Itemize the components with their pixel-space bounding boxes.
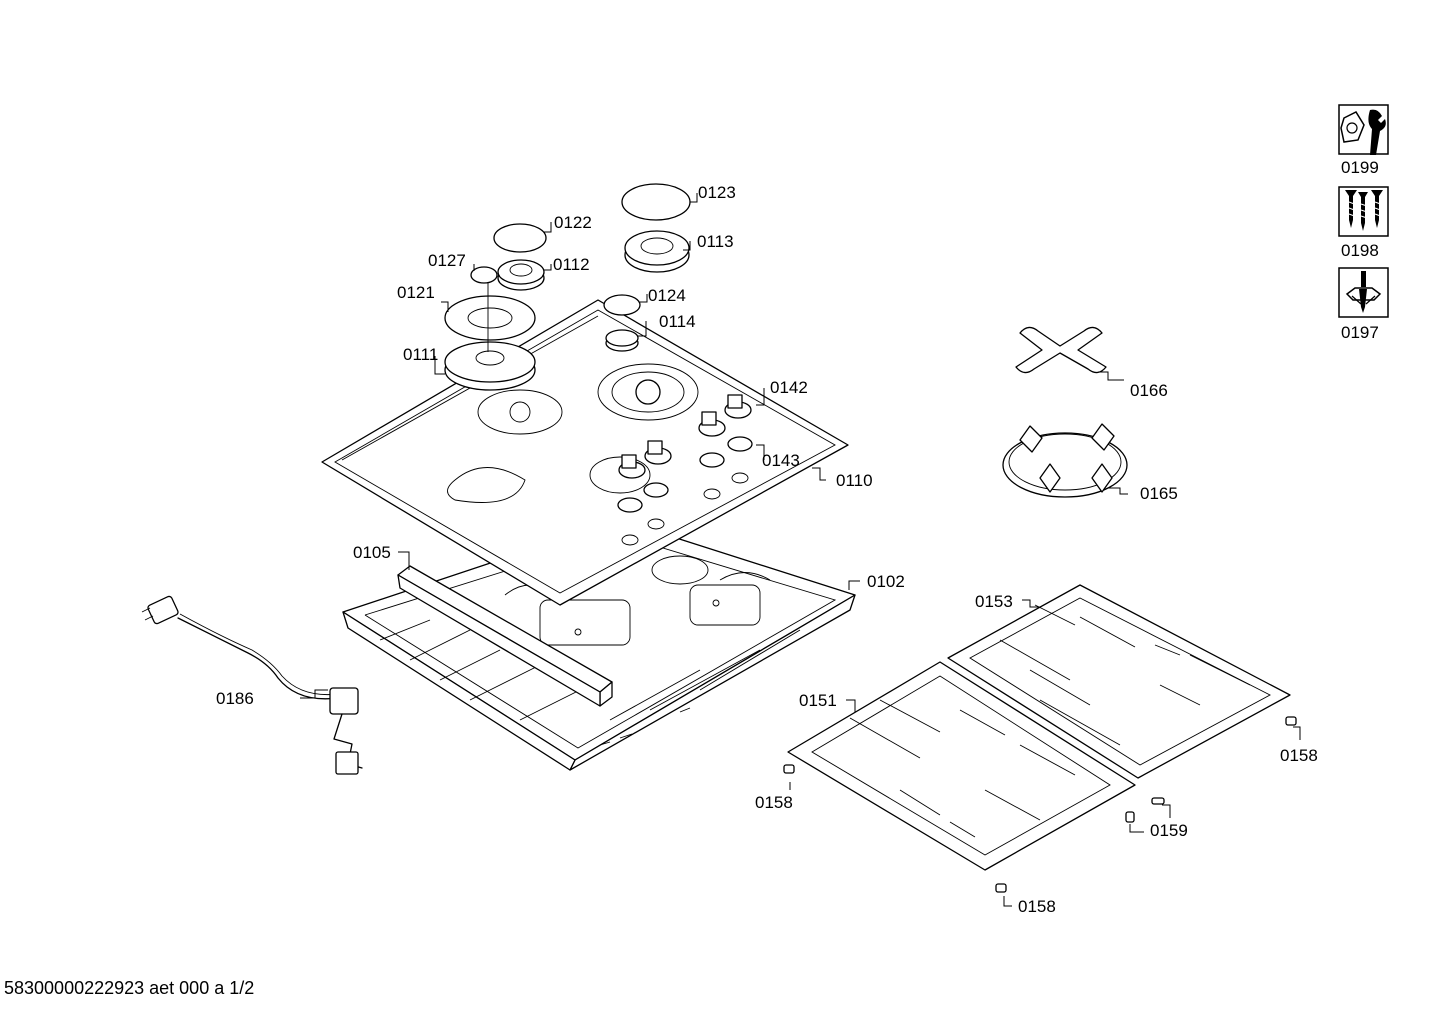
label-0142: 0142 [770, 378, 808, 397]
label-0158-bottom: 0158 [1018, 897, 1056, 916]
svg-text:0198: 0198 [1341, 241, 1379, 260]
nut-wrench-icon [1340, 109, 1386, 155]
label-0151: 0151 [799, 691, 837, 710]
label-0123: 0123 [698, 183, 736, 202]
leader-lines [300, 193, 1301, 907]
label-0121: 0121 [397, 283, 435, 302]
label-0186: 0186 [216, 689, 254, 708]
label-0165: 0165 [1140, 484, 1178, 503]
label-0143: 0143 [762, 451, 800, 470]
label-0158-left: 0158 [755, 793, 793, 812]
screwdriver-icon [1345, 271, 1382, 313]
label-0111: 0111 [403, 345, 438, 364]
service-icon-0199: 0199 [1338, 104, 1389, 177]
pan-support-front [787, 661, 1136, 871]
label-0166: 0166 [1130, 381, 1168, 400]
mains-cable [141, 595, 363, 775]
burner-rings [444, 230, 690, 391]
service-icon-0197: 0197 [1338, 267, 1389, 342]
control-panel-bar [397, 565, 613, 707]
label-0153: 0153 [975, 592, 1013, 611]
control-knobs [617, 394, 753, 546]
screws-icon [1345, 190, 1384, 231]
svg-text:0197: 0197 [1341, 323, 1379, 342]
label-0158-right: 0158 [1280, 746, 1318, 765]
label-0124: 0124 [648, 286, 686, 305]
label-0112: 0112 [553, 255, 590, 274]
label-0102: 0102 [867, 572, 905, 591]
label-0113: 0113 [697, 232, 734, 251]
service-icon-0198: 0198 [1338, 186, 1389, 260]
label-0159: 0159 [1150, 821, 1188, 840]
label-0105: 0105 [353, 543, 391, 562]
label-0114: 0114 [659, 312, 696, 331]
simmer-grid-insert [1015, 326, 1107, 374]
pan-support-rear [947, 584, 1291, 779]
document-footer-id: 58300000222923 aet 000 a 1/2 [4, 978, 255, 998]
label-0122: 0122 [554, 213, 592, 232]
rubber-feet [783, 716, 1297, 893]
wok-ring [1002, 423, 1128, 498]
part-number-labels: 0123 0122 0113 0127 0112 0121 0124 0114 … [216, 183, 1318, 916]
burner-caps [444, 183, 691, 341]
base-pan [342, 519, 856, 771]
label-0127: 0127 [428, 251, 466, 270]
svg-text:0199: 0199 [1341, 158, 1379, 177]
label-0110: 0110 [836, 471, 873, 490]
